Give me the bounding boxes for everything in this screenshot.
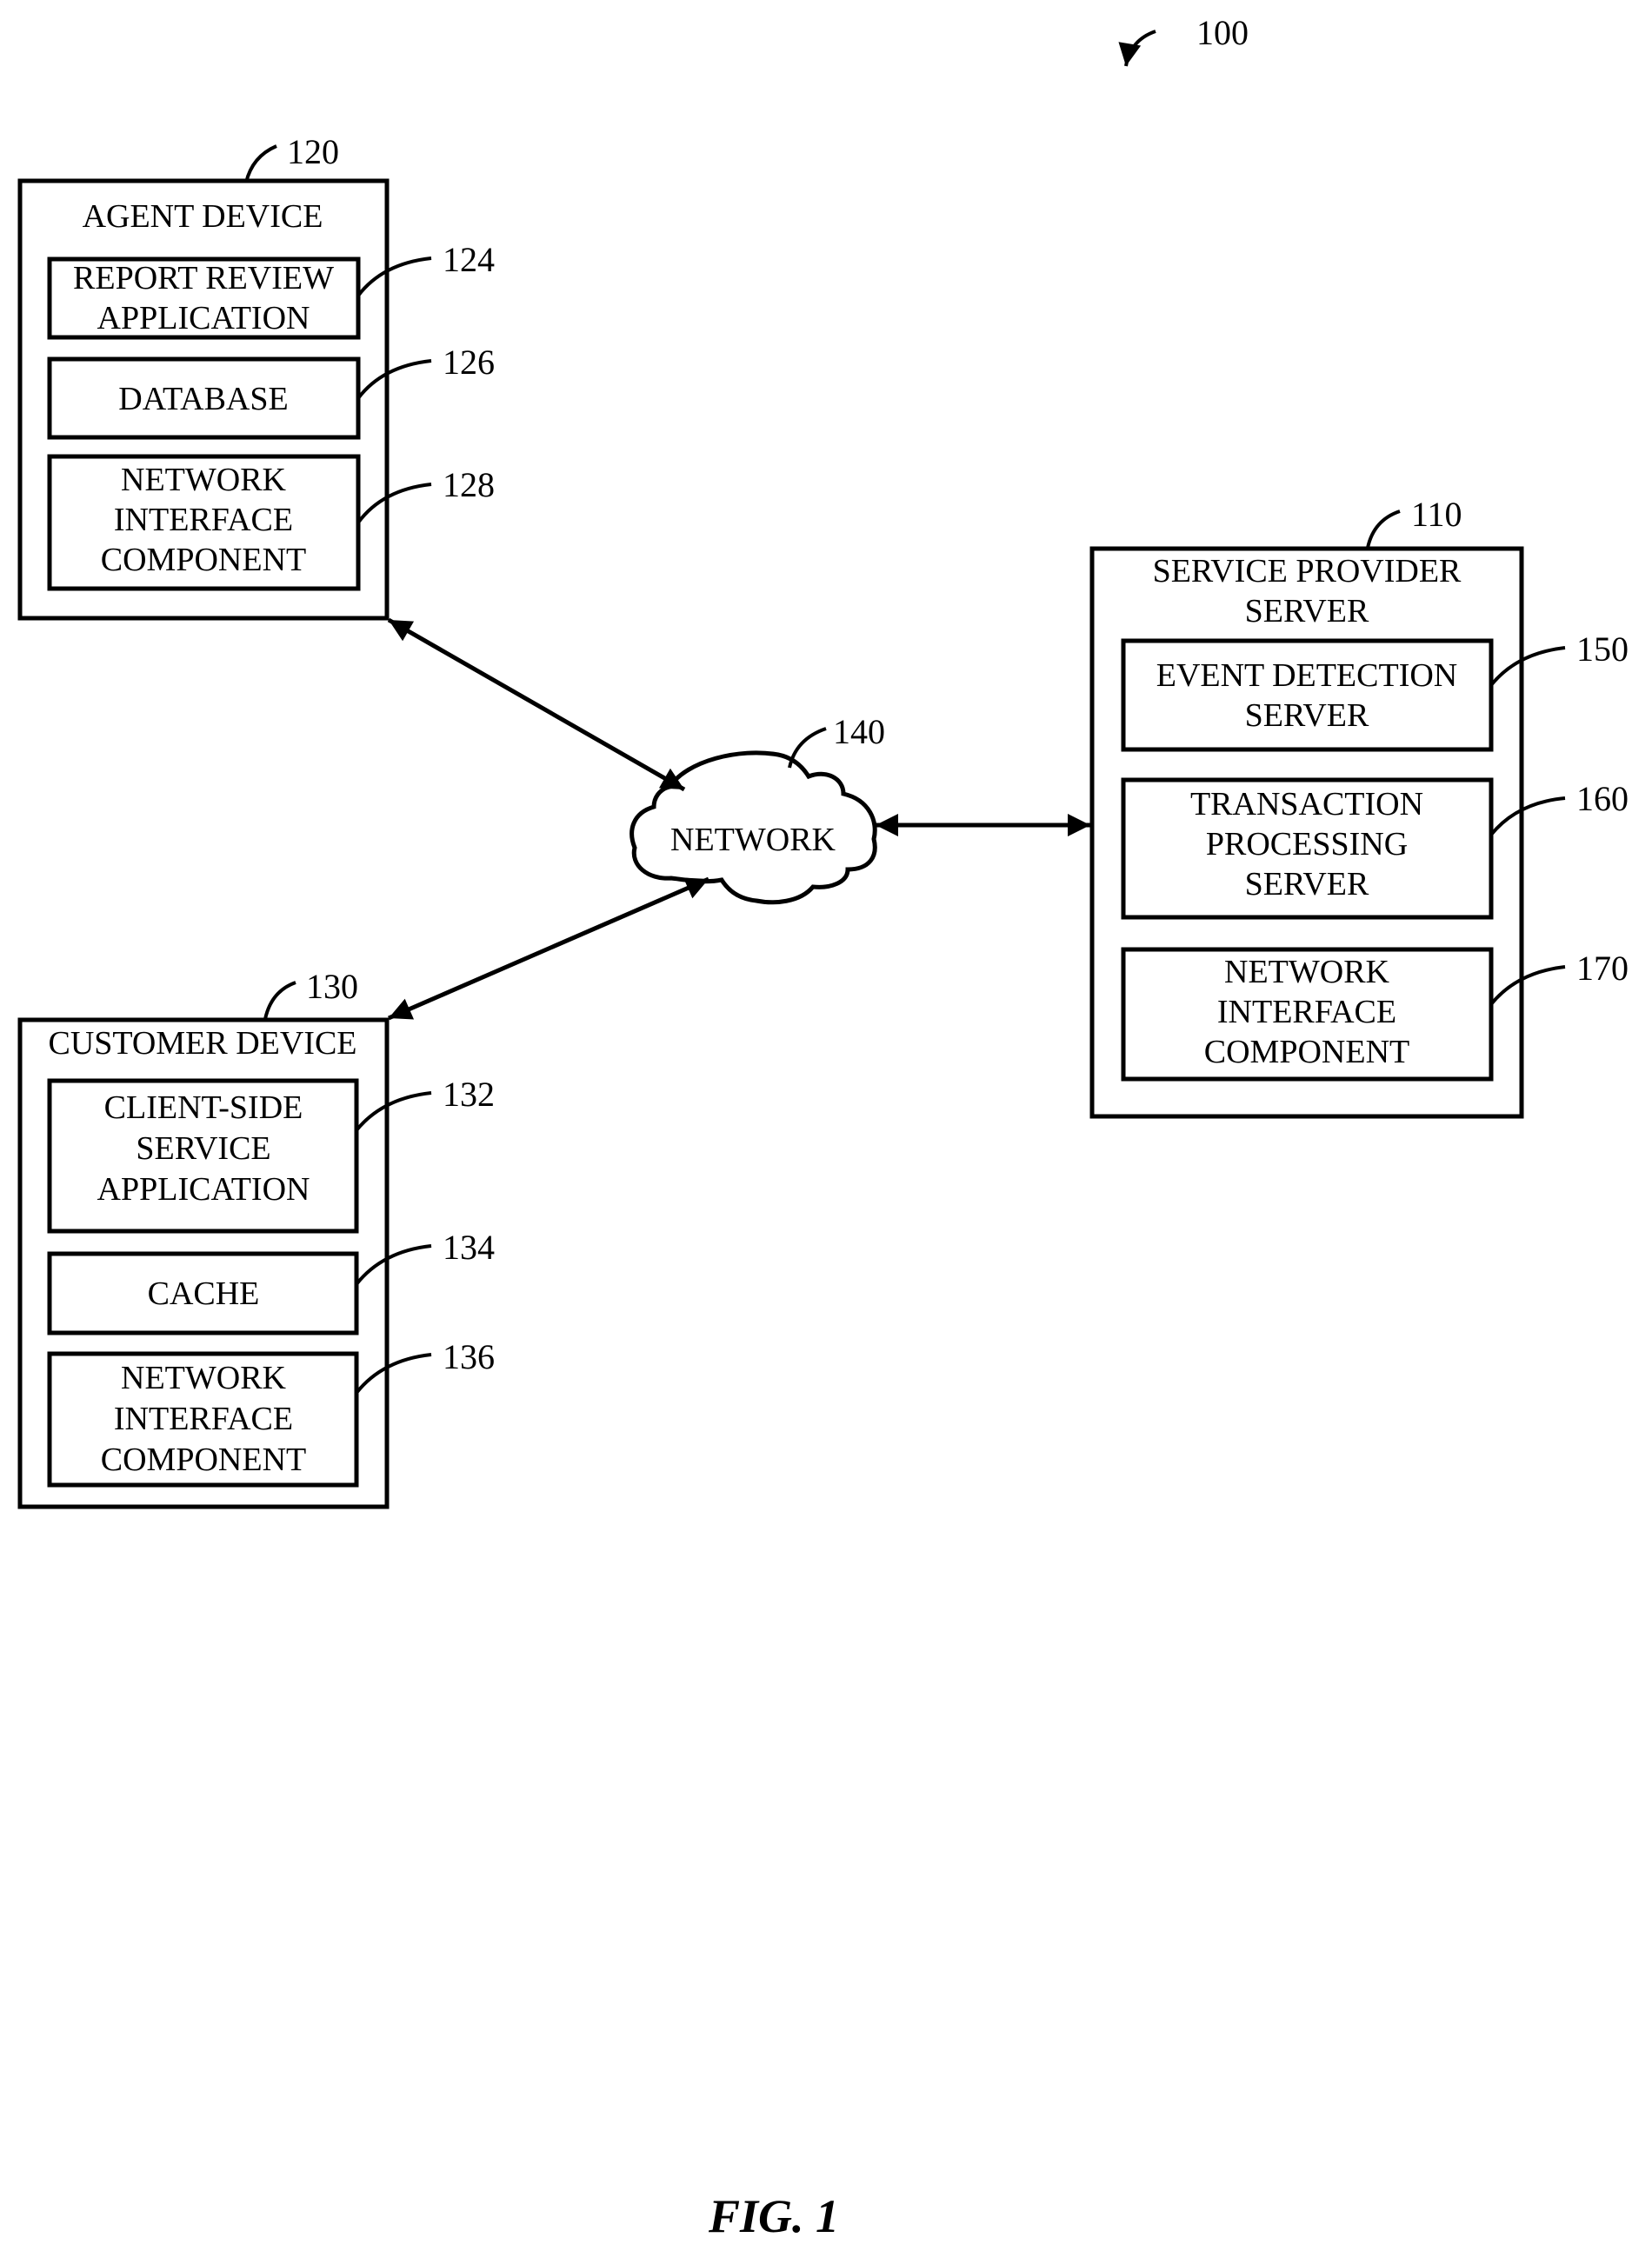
cache-ref: 134 xyxy=(443,1228,495,1267)
server-nic-label: INTERFACE xyxy=(1217,994,1396,1030)
client-side-app-ref: 132 xyxy=(443,1075,495,1114)
transaction-processing-ref: 160 xyxy=(1576,779,1629,818)
system-ref-group: 100 xyxy=(1126,13,1249,66)
customer-network-connection xyxy=(389,879,709,1018)
customer-nic-label: NETWORK xyxy=(121,1360,287,1396)
service-provider-title: SERVICE PROVIDER xyxy=(1153,553,1462,589)
report-review-app-ref: 124 xyxy=(443,240,495,279)
customer-device-leader xyxy=(265,982,296,1019)
transaction-processing-label: TRANSACTION xyxy=(1190,786,1423,822)
report-review-app-label: APPLICATION xyxy=(97,300,310,336)
service-provider-title: SERVER xyxy=(1245,593,1369,629)
database-ref: 126 xyxy=(443,343,495,382)
service-provider-ref: 110 xyxy=(1411,495,1462,534)
client-side-app-label: CLIENT-SIDE xyxy=(104,1089,303,1126)
customer-nic-ref: 136 xyxy=(443,1337,495,1376)
system-ref-label: 100 xyxy=(1196,13,1249,52)
client-side-app-label: SERVICE xyxy=(136,1130,270,1167)
network-label: NETWORK xyxy=(670,822,836,858)
service-provider-server: SERVICE PROVIDER SERVER 110 EVENT DETECT… xyxy=(1092,495,1629,1116)
customer-nic-label: INTERFACE xyxy=(114,1401,293,1437)
agent-device: AGENT DEVICE 120 REPORT REVIEW APPLICATI… xyxy=(20,132,495,618)
event-detection-ref: 150 xyxy=(1576,629,1629,669)
system-ref-arrow-icon xyxy=(1126,31,1156,66)
service-provider-leader xyxy=(1368,511,1400,548)
agent-network-connection xyxy=(389,620,684,789)
customer-device: CUSTOMER DEVICE 130 CLIENT-SIDE SERVICE … xyxy=(20,967,495,1507)
figure-caption: FIG. 1 xyxy=(708,2190,839,2242)
agent-nic-ref: 128 xyxy=(443,465,495,504)
transaction-processing-label: SERVER xyxy=(1245,866,1369,902)
event-detection-label: EVENT DETECTION xyxy=(1156,657,1458,694)
client-side-app-label: APPLICATION xyxy=(97,1171,310,1208)
agent-device-leader xyxy=(246,146,276,183)
server-nic-label: COMPONENT xyxy=(1204,1034,1409,1070)
customer-device-ref: 130 xyxy=(306,967,358,1006)
customer-nic-label: COMPONENT xyxy=(101,1442,306,1478)
server-nic-ref: 170 xyxy=(1576,949,1629,988)
report-review-app-label: REPORT REVIEW xyxy=(73,260,334,296)
agent-device-title: AGENT DEVICE xyxy=(83,198,323,235)
network: NETWORK 140 xyxy=(632,712,885,902)
server-nic-label: NETWORK xyxy=(1224,954,1390,990)
network-ref: 140 xyxy=(833,712,885,751)
database-label: DATABASE xyxy=(118,381,288,417)
agent-nic-label: COMPONENT xyxy=(101,542,306,578)
transaction-processing-label: PROCESSING xyxy=(1206,826,1408,862)
customer-device-title: CUSTOMER DEVICE xyxy=(48,1025,356,1062)
agent-nic-label: NETWORK xyxy=(121,462,287,498)
agent-device-ref: 120 xyxy=(287,132,339,171)
event-detection-label: SERVER xyxy=(1245,697,1369,734)
cache-label: CACHE xyxy=(148,1275,260,1312)
agent-nic-label: INTERFACE xyxy=(114,502,293,538)
